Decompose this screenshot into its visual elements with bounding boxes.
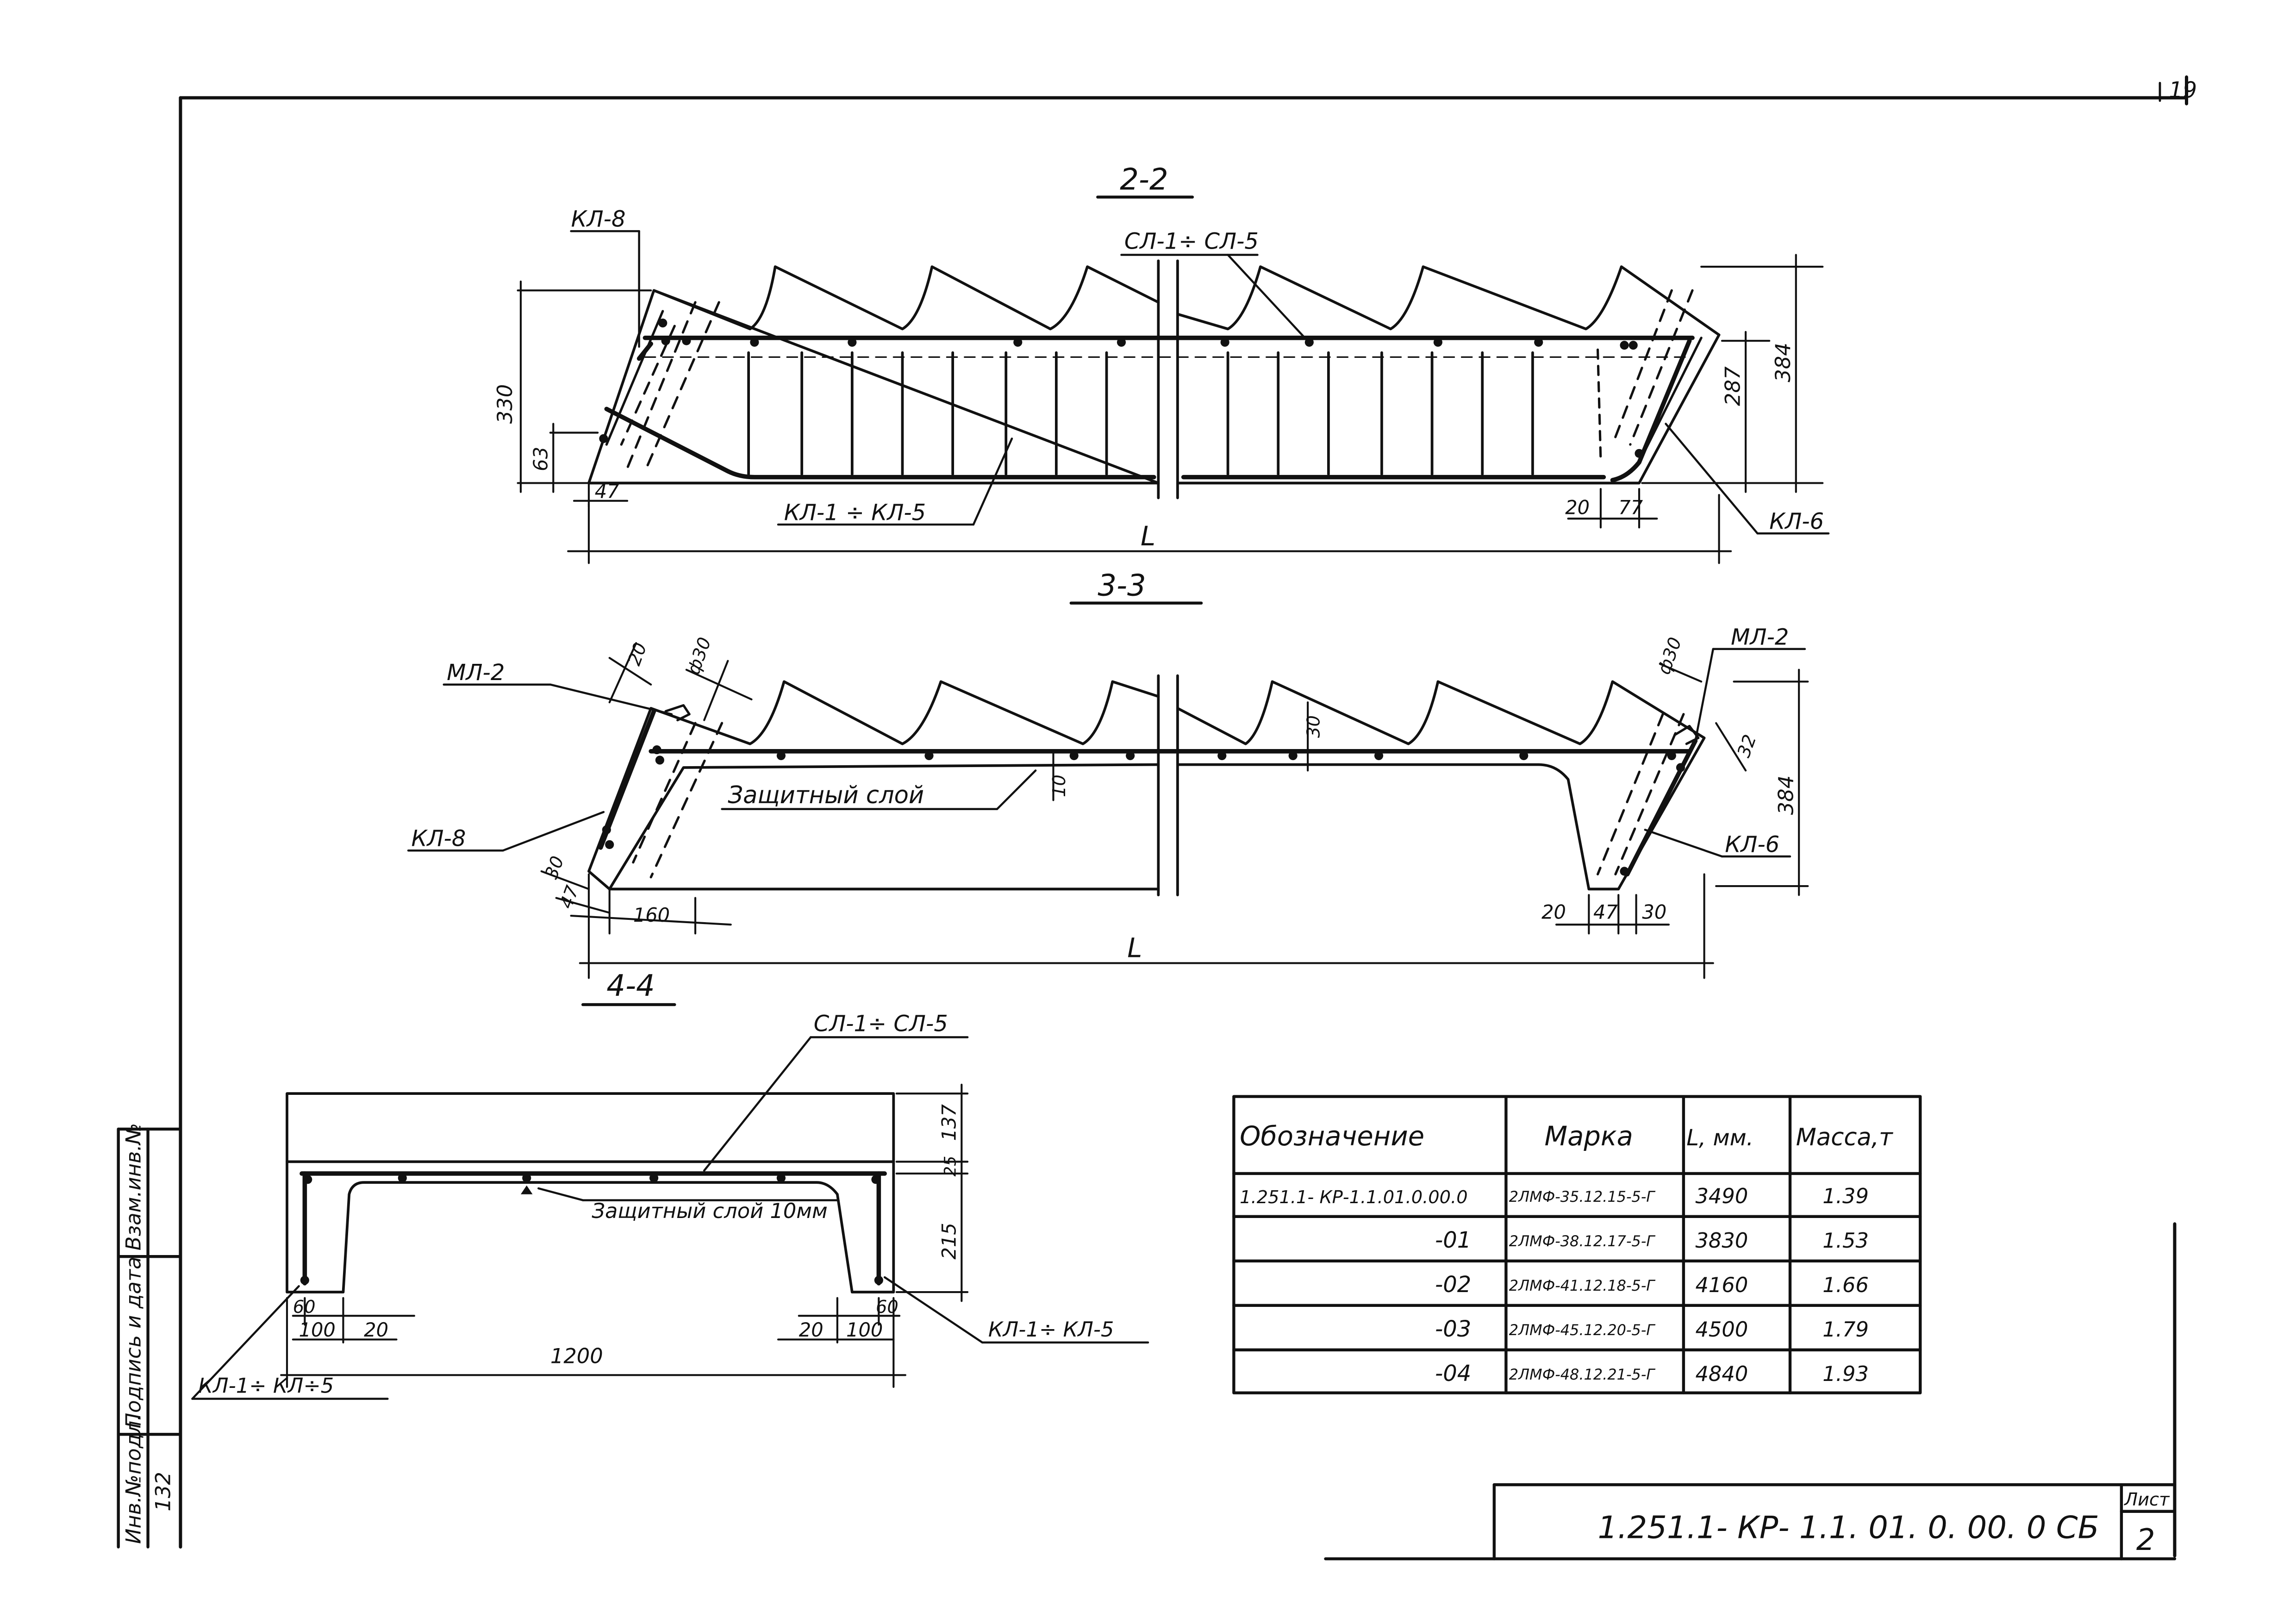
cell-mass: 1.39 — [1822, 1184, 1869, 1208]
cell-mass: 1.53 — [1822, 1228, 1869, 1253]
cell-mass: 1.66 — [1822, 1273, 1869, 1297]
dim-60b: 60 — [876, 1297, 898, 1318]
cell-mass: 1.79 — [1822, 1317, 1869, 1342]
section-4-4-title: 4-4 — [606, 969, 655, 1003]
stamp-inv-value: 132 — [151, 1472, 175, 1512]
dim-100a: 100 — [299, 1318, 336, 1341]
side-stamp: Взам.инв.№ Подпись и дата Инв.№подл. 132 — [117, 1123, 182, 1549]
label-kr-left-44: КЛ-1÷ КЛ÷5 — [198, 1374, 334, 1398]
table-row: -04 2ЛМФ-48.12.21-5-Г 4840 1.93 — [1435, 1361, 1869, 1387]
dim-100b: 100 — [846, 1318, 883, 1341]
title-block: 1.251.1- КР- 1.1. 01. 0. 00. 0 СБ Лист 2 — [1324, 1483, 2177, 1561]
title-block-code: 1.251.1- КР- 1.1. 01. 0. 00. 0 СБ — [1598, 1509, 2099, 1545]
label-kr1-22: КЛ-1 ÷ КЛ-5 — [784, 500, 926, 525]
label-ml2-right: МЛ-2 — [1731, 624, 1789, 650]
section-3-3: 3-3 — [407, 569, 1809, 979]
section-2-2-outline — [587, 265, 1721, 485]
dim-30-top: 30 — [1304, 715, 1324, 738]
label-protective-33: Защитный слой — [728, 782, 924, 809]
cell-mark: 2ЛМФ-41.12.18-5-Г — [1509, 1277, 1656, 1294]
sheet-number-text: 19 — [2169, 77, 2197, 103]
label-kr6-22: КЛ-6 — [1769, 509, 1824, 535]
section-2-2-title: 2-2 — [1120, 163, 1168, 197]
dim-137: 137 — [938, 1104, 961, 1141]
table-row: -01 2ЛМФ-38.12.17-5-Г 3830 1.53 — [1435, 1227, 1869, 1253]
cell-designation: -02 — [1435, 1272, 1471, 1298]
spec-table: Обозначение Марка L, мм. Масса,т 1.251.1… — [1232, 1095, 1922, 1394]
table-row: -03 2ЛМФ-45.12.20-5-Г 4500 1.79 — [1435, 1316, 1869, 1342]
dim-L-22: L — [1141, 521, 1155, 552]
stamp-podpis: Подпись и дата — [121, 1256, 146, 1428]
sheet-number: 19 — [2159, 77, 2197, 103]
label-kr8-33: КЛ-8 — [411, 826, 466, 852]
dim-20-33a: 20 — [624, 640, 651, 668]
cell-length: 3490 — [1695, 1184, 1748, 1208]
dim-10: 10 — [1049, 775, 1070, 797]
dim-47-33b: 47 — [1593, 900, 1618, 923]
dim-384-33: 384 — [1773, 775, 1798, 815]
dim-63: 63 — [530, 447, 552, 471]
dim-77: 77 — [1618, 496, 1643, 519]
section-4-4-outline — [286, 1092, 895, 1293]
table-header-designation: Обозначение — [1240, 1121, 1424, 1152]
cell-length: 3830 — [1695, 1228, 1748, 1253]
dim-phi30b: ф30 — [1653, 635, 1686, 677]
table-row: 1.251.1- КР-1.1.01.0.00.0 2ЛМФ-35.12.15-… — [1240, 1184, 1869, 1208]
label-kr8-22: КЛ-8 — [571, 206, 626, 232]
cell-designation: -03 — [1435, 1316, 1471, 1342]
title-block-sheet-value: 2 — [2136, 1523, 2155, 1557]
section-3-3-title: 3-3 — [1098, 569, 1146, 603]
label-kr-right-44: КЛ-1÷ КЛ-5 — [988, 1317, 1114, 1342]
dim-phi30a: ф30 — [683, 635, 716, 677]
stamp-vzam: Взам.инв.№ — [121, 1123, 146, 1251]
dim-20-22: 20 — [1565, 496, 1590, 519]
cell-length: 4160 — [1695, 1273, 1748, 1297]
frame — [179, 75, 2189, 1558]
cell-designation: 1.251.1- КР-1.1.01.0.00.0 — [1240, 1187, 1468, 1208]
dim-47-33a: 47 — [556, 883, 583, 912]
cell-length: 4840 — [1695, 1362, 1748, 1386]
section-2-2-bars — [599, 319, 1644, 458]
dim-287: 287 — [1720, 366, 1745, 406]
dim-20-44a: 20 — [364, 1318, 388, 1341]
dim-47-22: 47 — [595, 480, 619, 502]
table-header-mark: Марка — [1544, 1121, 1633, 1152]
dim-30-33b: 30 — [1642, 900, 1666, 923]
dim-20-44b: 20 — [799, 1318, 824, 1341]
cell-mark: 2ЛМФ-48.12.21-5-Г — [1509, 1366, 1656, 1383]
label-ml2-left: МЛ-2 — [447, 660, 505, 686]
cell-mass: 1.93 — [1822, 1362, 1869, 1386]
section-4-4-bars — [300, 1173, 883, 1285]
dim-30-33a: 30 — [541, 853, 568, 881]
cell-mark: 2ЛМФ-35.12.15-5-Г — [1509, 1188, 1656, 1206]
table-row: -02 2ЛМФ-41.12.18-5-Г 4160 1.66 — [1435, 1272, 1869, 1298]
label-protective-44: Защитный слой 10мм — [592, 1199, 827, 1223]
dim-384-22: 384 — [1771, 343, 1795, 382]
section-3-3-outline — [587, 680, 1706, 891]
title-block-sheet-label: Лист — [2123, 1489, 2170, 1510]
section-2-2: 2-2 — [493, 163, 1830, 564]
section-3-3-bars — [602, 745, 1685, 876]
dim-215: 215 — [938, 1223, 961, 1259]
label-cl-44: СЛ-1÷ СЛ-5 — [814, 1011, 948, 1037]
dim-L-33: L — [1127, 933, 1142, 964]
section-4-4: 4-4 СЛ-1÷ СЛ-5 Защитный слой 10мм К — [191, 969, 1149, 1400]
dim-1200: 1200 — [550, 1344, 603, 1368]
cell-designation: -04 — [1435, 1361, 1471, 1387]
cell-mark: 2ЛМФ-45.12.20-5-Г — [1509, 1321, 1656, 1339]
dim-160: 160 — [633, 904, 670, 926]
table-header-mass: Масса,т — [1796, 1124, 1894, 1151]
table-header-length: L, мм. — [1686, 1125, 1753, 1151]
dim-330: 330 — [493, 384, 517, 424]
dim-25: 25 — [941, 1156, 960, 1177]
dim-60a: 60 — [293, 1297, 316, 1318]
stamp-inv-podl: Инв.№подл. — [121, 1414, 146, 1544]
dim-20-33b: 20 — [1541, 900, 1566, 923]
cell-designation: -01 — [1435, 1227, 1471, 1253]
cell-mark: 2ЛМФ-38.12.17-5-Г — [1509, 1232, 1656, 1250]
cell-length: 4500 — [1695, 1317, 1748, 1342]
label-cl-22: СЛ-1÷ СЛ-5 — [1124, 229, 1259, 255]
label-kr6-33: КЛ-6 — [1725, 831, 1779, 857]
